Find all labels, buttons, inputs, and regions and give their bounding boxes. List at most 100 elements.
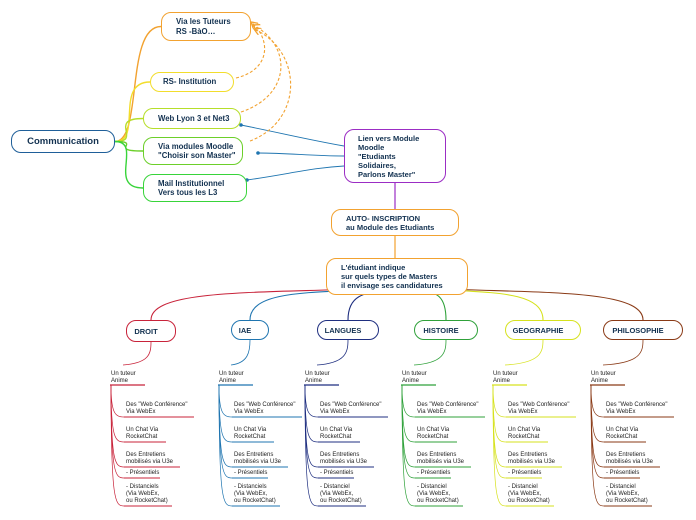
branch-item-rocketchat-line: Un Chat Via bbox=[606, 427, 639, 433]
branch-connector bbox=[110, 384, 125, 443]
discipline-node-philosophie-line: PHILOSOPHIE bbox=[612, 325, 664, 335]
channel-node-line: Mail Institutionnel bbox=[158, 178, 225, 188]
channel-node-line: RS- Institution bbox=[163, 77, 217, 87]
tutor-connector bbox=[504, 339, 544, 366]
branch-item-distanciels: - Distanciel(Via WebEx,ou RocketChat) bbox=[320, 484, 362, 505]
branch-item-presentiels: - Présentiels bbox=[606, 470, 639, 477]
branch-item-webex: Des "Web Conférence"Via WebEx bbox=[606, 402, 668, 416]
branch-connector bbox=[218, 384, 233, 443]
branch-item-presentiels-line: - Présentiels bbox=[126, 470, 160, 476]
moodle-link-node-line: Solidaires, bbox=[358, 160, 396, 170]
branch-item-webex: Des "Web Conférence"Via WebEx bbox=[417, 402, 479, 416]
branch-item-distanciels-line: - Distanciel bbox=[417, 484, 447, 490]
tutor-connector bbox=[602, 339, 644, 366]
tutor-label-line: Un tuteur bbox=[111, 371, 136, 377]
branch-item-distanciels: - Distanciels(Via WebEx,ou RocketChat) bbox=[126, 484, 168, 505]
discipline-node-geographie-line: GEOGRAPHIE bbox=[512, 325, 564, 335]
channel-connector bbox=[114, 140, 144, 152]
channel-connector bbox=[114, 81, 151, 143]
branch-item-entretiens-line: mobilisés via U3e bbox=[606, 459, 654, 465]
branch-item-distanciels-line: - Distanciels bbox=[126, 484, 159, 490]
branch-item-presentiels-line: - Présentiels bbox=[606, 470, 640, 476]
branch-item-webex-line: Des "Web Conférence" bbox=[320, 402, 382, 408]
channel-node-line: Via les Tuteurs bbox=[176, 17, 231, 27]
branch-item-presentiels: - Présentiels bbox=[126, 470, 159, 477]
branch-item-distanciels-line: (Via WebEx, bbox=[606, 491, 640, 497]
question-node-line: sur quels types de Masters bbox=[341, 272, 438, 281]
branch-item-distanciels-line: ou RocketChat) bbox=[126, 498, 168, 504]
channel-node[interactable]: RS- Institution bbox=[150, 72, 234, 92]
branch-item-distanciels-line: ou RocketChat) bbox=[417, 498, 459, 504]
root-node-communication[interactable]: Communication bbox=[11, 130, 115, 153]
branch-item-entretiens-line: mobilisés via U3e bbox=[126, 459, 174, 465]
channel-connector bbox=[114, 25, 162, 143]
branch-item-rocketchat-line: Un Chat Via bbox=[234, 427, 267, 433]
branch-connector bbox=[590, 384, 605, 443]
tutor-label-line: Anime bbox=[219, 378, 237, 384]
channel-node-line: "Choisir son Master" bbox=[158, 151, 236, 160]
branch-connector bbox=[304, 384, 319, 443]
branch-item-rocketchat-line: RocketChat bbox=[126, 434, 158, 440]
moodle-module-connector bbox=[257, 152, 345, 157]
tutor-label-line: Un tuteur bbox=[493, 371, 518, 377]
channel-node-line: Vers tous les L3 bbox=[158, 188, 218, 197]
branch-item-webex-line: Des "Web Conférence" bbox=[126, 402, 188, 408]
branch-item-presentiels: - Présentiels bbox=[234, 470, 267, 477]
branch-item-rocketchat-line: Un Chat Via bbox=[320, 427, 353, 433]
branch-item-webex-line: Via WebEx bbox=[508, 409, 538, 415]
branch-item-distanciels-line: ou RocketChat) bbox=[320, 498, 362, 504]
branch-item-rocketchat-line: Un Chat Via bbox=[126, 427, 159, 433]
branch-item-distanciels-line: ou RocketChat) bbox=[606, 498, 648, 504]
discipline-node-droit[interactable]: DROIT bbox=[126, 320, 176, 342]
discipline-node-iae-line: IAE bbox=[238, 325, 252, 335]
branch-item-distanciels: - Distanciel(Via WebEx,ou RocketChat) bbox=[606, 484, 648, 505]
branch-connector bbox=[492, 384, 507, 443]
branch-connector bbox=[110, 384, 125, 507]
branch-item-distanciels-line: - Distanciel bbox=[606, 484, 636, 490]
branch-connector bbox=[401, 384, 416, 443]
branch-item-entretiens-line: Des Entretiens bbox=[606, 452, 646, 458]
branch-item-entretiens-line: Des Entretiens bbox=[126, 452, 166, 458]
tutor-label-line: Anime bbox=[591, 378, 609, 384]
moodle-link-node-line: "Etudiants bbox=[358, 151, 396, 161]
branch-item-distanciels-line: ou RocketChat) bbox=[234, 498, 276, 504]
tutor-label-line: Un tuteur bbox=[591, 371, 616, 377]
branch-connector bbox=[492, 384, 507, 418]
branch-item-distanciels: - Distanciel(Via WebEx,ou RocketChat) bbox=[508, 484, 550, 505]
tutor-label-line: Anime bbox=[111, 378, 129, 384]
branch-item-webex: Des "Web Conférence"Via WebEx bbox=[508, 402, 570, 416]
channel-node[interactable]: Web Lyon 3 et Net3 bbox=[143, 108, 241, 129]
branch-item-distanciels-line: ou RocketChat) bbox=[508, 498, 550, 504]
discipline-node-langues-line: LANGUES bbox=[324, 325, 362, 335]
branch-item-distanciels-line: - Distanciels bbox=[234, 484, 267, 490]
discipline-node-droit-line: DROIT bbox=[134, 326, 158, 336]
tutor-connector bbox=[413, 339, 447, 366]
branch-item-webex: Des "Web Conférence"Via WebEx bbox=[320, 402, 382, 416]
branch-item-webex-line: Via WebEx bbox=[320, 409, 350, 415]
discipline-node-iae[interactable]: IAE bbox=[231, 320, 269, 340]
branch-item-distanciels: - Distanciel(Via WebEx,ou RocketChat) bbox=[417, 484, 459, 505]
discipline-connector bbox=[150, 288, 357, 321]
branch-connector bbox=[590, 384, 605, 418]
branch-item-entretiens-line: mobilisés via U3e bbox=[417, 459, 465, 465]
discipline-node-philosophie[interactable]: PHILOSOPHIE bbox=[603, 320, 683, 340]
branch-connector bbox=[492, 384, 507, 507]
discipline-node-geographie[interactable]: GEOGRAPHIE bbox=[505, 320, 581, 340]
discipline-node-langues[interactable]: LANGUES bbox=[317, 320, 379, 340]
channel-connector bbox=[114, 117, 144, 143]
discipline-node-histoire[interactable]: HISTOIRE bbox=[414, 320, 478, 340]
web-to-moodle-connector bbox=[240, 124, 345, 147]
relation-arrow bbox=[240, 25, 282, 113]
channel-node[interactable]: Via modules Moodle"Choisir son Master" bbox=[143, 137, 243, 165]
mail-to-moodle-connector bbox=[246, 165, 345, 181]
branch-item-presentiels-line: - Présentiels bbox=[417, 470, 451, 476]
